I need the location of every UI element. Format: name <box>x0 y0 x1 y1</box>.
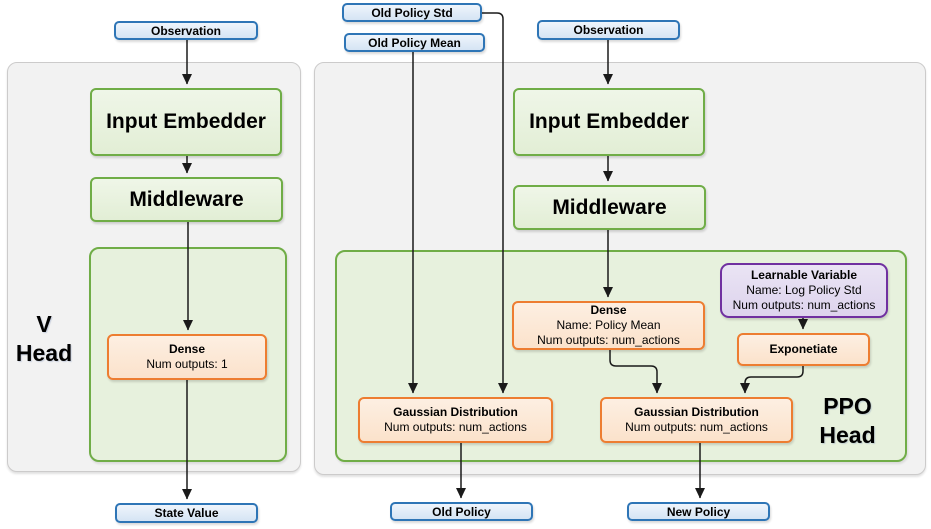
input-embedder-v-text: Input Embedder <box>106 110 266 133</box>
observation-left-label: Observation <box>114 21 258 40</box>
ppo-head-title: PPO Head <box>805 392 890 450</box>
edge-old-policy-std-to-gaussian-old <box>482 12 508 394</box>
gaussian-new-outputs: Num outputs: num_actions <box>625 420 768 434</box>
old-policy-text: Old Policy <box>432 504 491 519</box>
state-value-text: State Value <box>154 506 219 520</box>
dense-ppo-title: Dense <box>590 303 627 317</box>
old-policy-label: Old Policy <box>390 502 533 521</box>
dense-v-title: Dense <box>168 342 206 356</box>
learnable-variable-name: Name: Log Policy Std <box>746 283 862 297</box>
state-value-label: State Value <box>115 503 258 523</box>
middleware-ppo-text: Middleware <box>552 195 667 219</box>
input-embedder-node-v: Input Embedder <box>90 88 282 156</box>
gaussian-old-title: Gaussian Distribution <box>393 405 518 419</box>
v-head-title-line2: Head <box>15 340 73 366</box>
learnable-variable-node: Learnable Variable Name: Log Policy Std … <box>720 263 888 318</box>
dense-v-outputs: Num outputs: 1 <box>146 357 228 371</box>
exponetiate-node: Exponetiate <box>737 333 870 366</box>
observation-right-text: Observation <box>573 23 644 37</box>
exponetiate-text: Exponetiate <box>769 342 838 356</box>
new-policy-label: New Policy <box>627 502 770 521</box>
gaussian-new-title: Gaussian Distribution <box>634 405 759 419</box>
ppo-head-title-line1: PPO <box>823 393 872 419</box>
learnable-variable-outputs: Num outputs: num_actions <box>732 298 876 312</box>
dense-node-ppo: Dense Name: Policy Mean Num outputs: num… <box>512 301 705 350</box>
input-embedder-ppo-text: Input Embedder <box>529 110 689 133</box>
new-policy-text: New Policy <box>666 504 731 519</box>
gaussian-distribution-new-node: Gaussian Distribution Num outputs: num_a… <box>600 397 793 443</box>
edge-exponetiate-to-gaussian-new <box>740 366 804 394</box>
dense-node-v: Dense Num outputs: 1 <box>107 334 267 380</box>
input-embedder-node-ppo: Input Embedder <box>513 88 705 156</box>
observation-left-text: Observation <box>150 23 222 38</box>
observation-right-label: Observation <box>537 20 680 40</box>
middleware-node-v: Middleware <box>90 177 283 222</box>
edge-dense-to-gaussian-new <box>609 350 662 394</box>
dense-ppo-name: Name: Policy Mean <box>556 318 661 332</box>
middleware-v-text: Middleware <box>129 187 244 211</box>
old-policy-std-label: Old Policy Std <box>342 3 482 22</box>
learnable-variable-title: Learnable Variable <box>750 268 858 282</box>
middleware-node-ppo: Middleware <box>513 185 706 230</box>
old-policy-std-text: Old Policy Std <box>371 5 453 20</box>
old-policy-mean-text: Old Policy Mean <box>368 35 461 50</box>
gaussian-old-outputs: Num outputs: num_actions <box>384 420 527 434</box>
v-head-title-line1: V <box>36 311 52 337</box>
gaussian-distribution-old-node: Gaussian Distribution Num outputs: num_a… <box>358 397 553 443</box>
ppo-head-title-line2: Head <box>819 422 876 448</box>
v-head-title: V Head <box>9 310 79 368</box>
dense-ppo-outputs: Num outputs: num_actions <box>537 333 680 347</box>
old-policy-mean-label: Old Policy Mean <box>344 33 485 52</box>
